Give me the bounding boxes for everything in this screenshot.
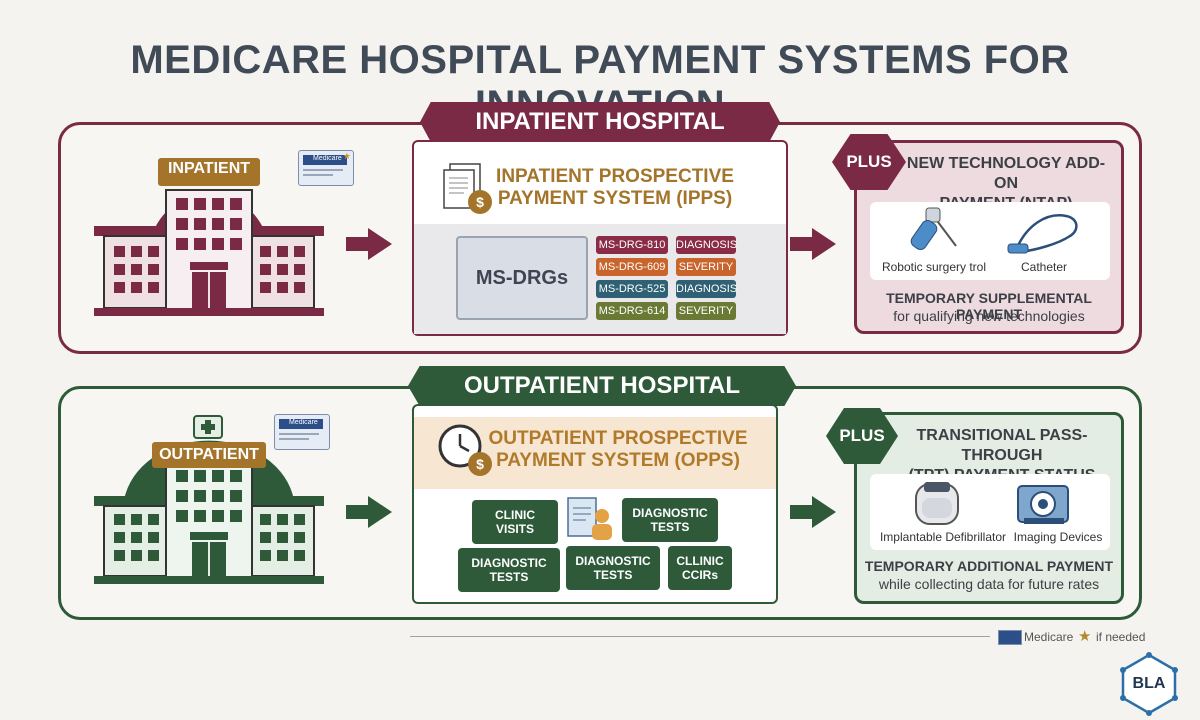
outpatient-hospital-icon (94, 415, 324, 584)
opps-title-line2: PAYMENT SYSTEM (OPPS) (496, 450, 740, 471)
ipps-title-line2: PAYMENT SYSTEM (IPPS) (497, 188, 733, 209)
tpt-device-panel (870, 474, 1110, 550)
catheter-icon (1007, 214, 1078, 254)
opps-title: OUTPATIENT PROSPECTIVE PAYMENT SYSTEM (O… (488, 428, 748, 472)
drg-code-pill: MS-DRG-614 (596, 302, 668, 320)
drg-row: MS-DRG-614 SEVERITY (596, 302, 736, 320)
service-line2: CCIRs (681, 568, 718, 582)
tpt-footer: while collecting data for future rates (878, 576, 1100, 592)
bla-logo (1120, 652, 1178, 716)
inpatient-hospital-icon (94, 158, 324, 316)
device-caption-robotic: Robotic surgery trol (881, 260, 987, 274)
drg-tag-pill: DIAGNOSIS (676, 280, 737, 298)
legend-medicare: Medicare (1024, 630, 1074, 644)
ntap-footer: for qualifying new technologies (893, 308, 1085, 324)
ntap-footer-bold: TEMPORARY SUPPLEMENTAL PAYMENT (886, 290, 1092, 322)
medicare-card-icon (998, 630, 1022, 645)
medicare-card-label: Medicare (313, 155, 342, 162)
drg-row: MS-DRG-810 DIAGNOSIS (596, 236, 737, 254)
document-dollar-icon: $ (443, 163, 492, 214)
plus-badge: PLUS (826, 408, 898, 464)
star-icon: ★ (1078, 628, 1092, 645)
robotic-surgery-tool-icon (910, 207, 957, 251)
tpt-footer-bold: TEMPORARY ADDITIONAL PAYMENT (864, 558, 1114, 574)
device-caption-catheter: Catheter (1020, 260, 1068, 274)
service-line1: DIAGNOSTIC (632, 506, 708, 520)
svg-text:$: $ (476, 456, 484, 472)
defibrillator-icon (915, 482, 959, 525)
star-icon: ★ (342, 151, 351, 161)
drg-code-pill: MS-DRG-810 (596, 236, 668, 254)
ipps-title-line1: INPATIENT PROSPECTIVE (496, 166, 734, 187)
service-line2: TESTS (650, 520, 690, 534)
outpatient-building-sign: OUTPATIENT (159, 446, 259, 463)
bla-logo-text: BLA (1132, 675, 1166, 692)
drg-tag-pill: DIAGNOSIS (676, 236, 737, 254)
service-line1: DIAGNOSTIC (471, 556, 547, 570)
drg-tag-pill: SEVERITY (676, 258, 736, 276)
ntap-title-line1: NEW TECHNOLOGY ADD-ON (906, 155, 1106, 192)
service-line2: VISITS (495, 522, 534, 536)
ipps-title: INPATIENT PROSPECTIVE PAYMENT SYSTEM (IP… (490, 166, 740, 210)
drg-row: MS-DRG-609 SEVERITY (596, 258, 736, 276)
patient-record-icon (567, 497, 612, 540)
service-line1: CLINIC (495, 508, 535, 522)
ntap-device-panel (870, 202, 1110, 280)
tpt-title-line1: TRANSITIONAL PASS-THROUGH (916, 427, 1088, 464)
service-line2: TESTS (489, 570, 529, 584)
legend-divider (410, 636, 990, 637)
legend-if-needed: if needed (1096, 630, 1146, 644)
clock-dollar-icon: $ (438, 424, 492, 476)
device-caption-imaging: Imaging Devices (1013, 530, 1103, 544)
drg-tag-pill: SEVERITY (676, 302, 736, 320)
service-line2: TESTS (593, 568, 633, 582)
drg-code-pill: MS-DRG-525 (596, 280, 668, 298)
ms-drgs-box: MS-DRGs (456, 236, 588, 320)
svg-text:$: $ (476, 194, 484, 210)
inpatient-building-sign: INPATIENT (167, 160, 251, 177)
device-caption-defibrillator: Implantable Defibrillator (879, 530, 1007, 544)
service-line1: DIAGNOSTIC (575, 554, 651, 568)
drg-code-pill: MS-DRG-609 (596, 258, 668, 276)
imaging-device-icon (1017, 485, 1069, 524)
opps-title-line1: OUTPATIENT PROSPECTIVE (488, 428, 748, 449)
outpatient-banner: OUTPATIENT HOSPITAL SERVICES (408, 366, 796, 406)
medicare-card-icon: Medicare (274, 414, 330, 450)
service-line1: CLLINIC (676, 554, 724, 568)
medicare-card-icon: Medicare ★ (298, 150, 354, 186)
medicare-card-label: Medicare (289, 419, 318, 426)
inpatient-banner: INPATIENT HOSPITAL SERVICES (420, 102, 780, 142)
drg-row: MS-DRG-525 DIAGNOSIS (596, 280, 737, 298)
